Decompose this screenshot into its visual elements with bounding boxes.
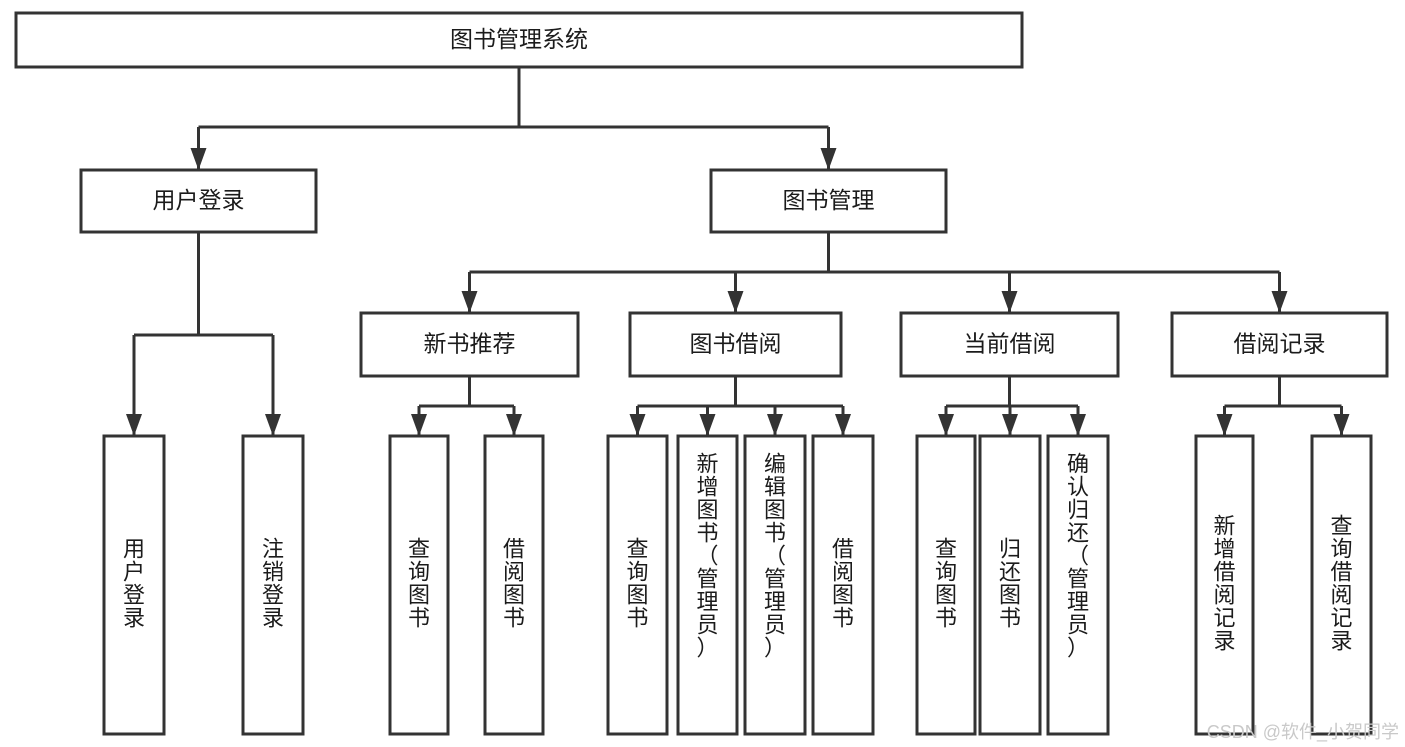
arrow-head-icon-user-login-0 xyxy=(126,414,142,436)
node-new-book-recommend[interactable]: 新书推荐 xyxy=(359,311,580,378)
arrow-head-icon-root-0 xyxy=(190,148,207,170)
node-label-leaf-add-book-admin: 新增图书（管理员） xyxy=(696,451,718,660)
node-layer: 图书管理系统用户登录图书管理新书推荐图书借阅当前借阅借阅记录用户登录注销登录查询… xyxy=(14,11,1389,736)
node-label-leaf-query-borrow-record: 查询借阅记录 xyxy=(1330,513,1352,653)
arrow-head-icon-book-borrow-1 xyxy=(699,414,716,436)
node-label-leaf-borrow-book: 借阅图书 xyxy=(832,536,854,630)
node-box-leaf-add-borrow-record[interactable] xyxy=(1194,434,1255,736)
node-box-leaf-borrow-book-rec[interactable] xyxy=(483,434,545,736)
node-label-leaf-borrow-book-rec: 借阅图书 xyxy=(503,536,525,630)
arrow-head-icon-book-management-0 xyxy=(461,291,478,313)
node-box-root[interactable] xyxy=(14,11,1024,69)
node-box-leaf-query-borrow-record[interactable] xyxy=(1310,434,1373,736)
node-label-leaf-query-book-borrow: 查询图书 xyxy=(626,536,648,630)
arrow-head-icon-borrow-record-0 xyxy=(1216,414,1233,436)
node-root[interactable]: 图书管理系统 xyxy=(14,11,1024,69)
node-label-leaf-query-book-current: 查询图书 xyxy=(935,536,957,630)
arrow-head-icon-current-borrow-0 xyxy=(938,414,954,436)
arrow-head-icon-current-borrow-2 xyxy=(1070,414,1086,436)
watermark-credit: CSDN @软件_小贺同学 xyxy=(1206,722,1399,742)
node-label-current-borrow: 当前借阅 xyxy=(964,331,1056,357)
node-book-management[interactable]: 图书管理 xyxy=(709,168,948,234)
node-box-user-login[interactable] xyxy=(79,168,318,234)
node-leaf-borrow-book[interactable]: 借阅图书 xyxy=(811,434,875,736)
node-leaf-query-borrow-record[interactable]: 查询借阅记录 xyxy=(1310,434,1373,736)
node-label-book-management: 图书管理 xyxy=(783,187,875,213)
node-box-leaf-add-book-admin[interactable] xyxy=(676,434,739,736)
node-label-borrow-record: 借阅记录 xyxy=(1234,331,1326,357)
arrow-head-icon-book-borrow-3 xyxy=(835,414,851,436)
node-borrow-record[interactable]: 借阅记录 xyxy=(1170,311,1389,378)
node-box-new-book-recommend[interactable] xyxy=(359,311,580,378)
node-leaf-logout[interactable]: 注销登录 xyxy=(241,434,305,736)
node-user-login[interactable]: 用户登录 xyxy=(79,168,318,234)
node-label-leaf-add-borrow-record: 新增借阅记录 xyxy=(1213,513,1235,653)
node-box-leaf-confirm-return-admin[interactable] xyxy=(1046,434,1110,736)
node-leaf-add-borrow-record[interactable]: 新增借阅记录 xyxy=(1194,434,1255,736)
node-leaf-add-book-admin[interactable]: 新增图书（管理员） xyxy=(676,434,739,736)
node-leaf-query-book-borrow[interactable]: 查询图书 xyxy=(606,434,669,736)
arrow-head-icon-book-management-3 xyxy=(1271,291,1288,313)
arrow-head-icon-new-book-recommend-1 xyxy=(506,414,522,436)
arrow-head-icon-borrow-record-1 xyxy=(1333,414,1350,436)
node-leaf-confirm-return-admin[interactable]: 确认归还（管理员） xyxy=(1046,434,1110,736)
node-leaf-borrow-book-rec[interactable]: 借阅图书 xyxy=(483,434,545,736)
arrow-head-icon-current-borrow-1 xyxy=(1002,414,1018,436)
node-leaf-query-book-rec[interactable]: 查询图书 xyxy=(388,434,450,736)
node-label-user-login: 用户登录 xyxy=(153,187,245,213)
node-label-leaf-user-login: 用户登录 xyxy=(123,536,145,630)
node-book-borrow[interactable]: 图书借阅 xyxy=(628,311,843,378)
arrow-head-icon-root-1 xyxy=(820,148,837,170)
node-label-book-borrow: 图书借阅 xyxy=(690,331,782,357)
node-box-leaf-user-login[interactable] xyxy=(102,434,166,736)
node-label-new-book-recommend: 新书推荐 xyxy=(424,331,516,357)
node-leaf-user-login[interactable]: 用户登录 xyxy=(102,434,166,736)
arrow-head-icon-book-management-2 xyxy=(1001,291,1018,313)
node-box-current-borrow[interactable] xyxy=(899,311,1120,378)
node-box-leaf-logout[interactable] xyxy=(241,434,305,736)
node-box-leaf-return-book[interactable] xyxy=(978,434,1042,736)
node-label-leaf-confirm-return-admin: 确认归还（管理员） xyxy=(1067,451,1089,660)
arrow-head-icon-book-management-1 xyxy=(727,291,744,313)
node-label-leaf-return-book: 归还图书 xyxy=(999,536,1021,630)
connector-layer xyxy=(126,67,1350,436)
node-box-book-management[interactable] xyxy=(709,168,948,234)
arrow-head-icon-new-book-recommend-0 xyxy=(411,414,427,436)
arrow-head-icon-book-borrow-2 xyxy=(767,414,783,436)
node-box-leaf-query-book-borrow[interactable] xyxy=(606,434,669,736)
node-box-leaf-edit-book-admin[interactable] xyxy=(743,434,807,736)
node-box-leaf-query-book-rec[interactable] xyxy=(388,434,450,736)
arrow-head-icon-book-borrow-0 xyxy=(629,414,646,436)
node-box-borrow-record[interactable] xyxy=(1170,311,1389,378)
node-box-leaf-query-book-current[interactable] xyxy=(915,434,977,736)
node-current-borrow[interactable]: 当前借阅 xyxy=(899,311,1120,378)
node-leaf-return-book[interactable]: 归还图书 xyxy=(978,434,1042,736)
node-label-root: 图书管理系统 xyxy=(450,26,588,52)
node-label-leaf-edit-book-admin: 编辑图书（管理员） xyxy=(764,451,786,660)
node-leaf-query-book-current[interactable]: 查询图书 xyxy=(915,434,977,736)
node-label-leaf-query-book-rec: 查询图书 xyxy=(408,536,430,630)
node-label-leaf-logout: 注销登录 xyxy=(262,536,284,630)
node-leaf-edit-book-admin[interactable]: 编辑图书（管理员） xyxy=(743,434,807,736)
node-box-book-borrow[interactable] xyxy=(628,311,843,378)
node-box-leaf-borrow-book[interactable] xyxy=(811,434,875,736)
arrow-head-icon-user-login-1 xyxy=(265,414,281,436)
